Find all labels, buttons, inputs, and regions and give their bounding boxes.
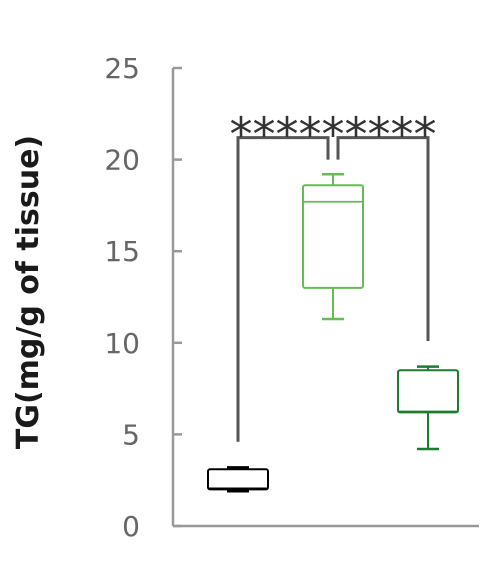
- box-group-2: [302, 173, 364, 321]
- y-tick-label: 15: [104, 235, 140, 268]
- y-ticks: 0 5 10 15 20 25: [104, 52, 182, 543]
- box-iqr: [302, 184, 364, 289]
- box-group-3: [397, 365, 459, 451]
- significance-label: *********: [230, 108, 437, 162]
- y-tick-label: 10: [104, 327, 140, 360]
- box-iqr: [207, 468, 269, 491]
- significance-brackets: [236, 136, 430, 442]
- box-group-1: [207, 466, 269, 493]
- significance-bracket-2: [336, 136, 430, 341]
- y-tick-label: 20: [104, 144, 140, 177]
- boxes: [207, 173, 459, 493]
- y-tick-label: 0: [122, 510, 140, 543]
- y-tick-label: 5: [122, 418, 140, 451]
- significance-bracket-1: [236, 136, 330, 442]
- y-axis-label: TG(mg/g of tissue): [11, 135, 46, 449]
- axes: [171, 68, 479, 528]
- box-iqr: [397, 369, 459, 414]
- y-tick-label: 25: [104, 52, 140, 85]
